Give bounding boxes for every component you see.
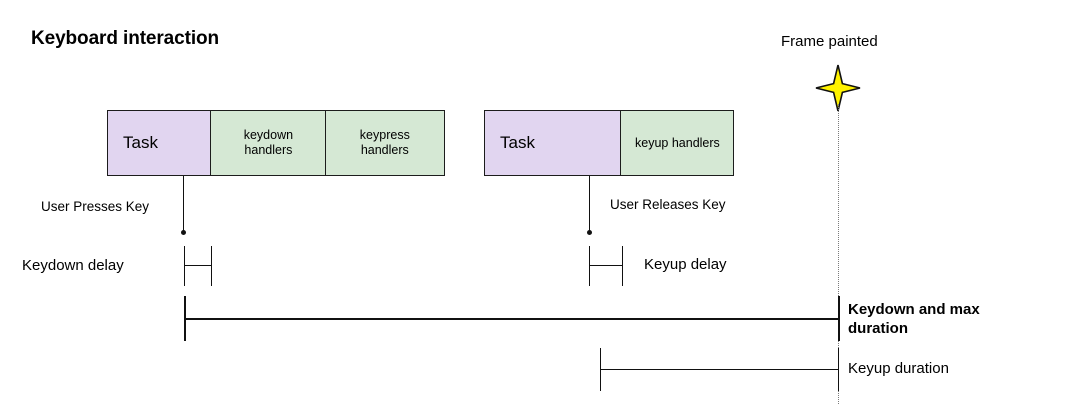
user-presses-key-pointer-line [183, 176, 184, 232]
frame-painted-label: Frame painted [781, 33, 878, 50]
user-releases-key-label: User Releases Key [610, 197, 726, 212]
keyup-handlers-box: keyup handlers [620, 110, 735, 176]
user-releases-key-pointer-line [589, 176, 590, 232]
keydown-and-max-duration-label: Keydown and max duration [848, 301, 1028, 339]
keydown-delay-label: Keydown delay [22, 257, 124, 274]
frame-painted-guide-line [838, 104, 839, 404]
keydown-duration-end-tick [838, 296, 840, 341]
task-box-keydown: Task [107, 110, 212, 176]
keydown-handlers-label-line1: keydown [243, 128, 294, 143]
keydown-and-max-duration-label-line1: Keydown and max [848, 301, 980, 318]
keypress-handlers-box: keypress handlers [324, 110, 445, 176]
keyup-delay-end-tick [622, 246, 623, 286]
user-presses-key-pointer-dot [181, 230, 186, 235]
keyup-duration-span-line [600, 369, 839, 370]
keypress-handlers-label-line1: keypress [359, 128, 410, 143]
keydown-track: Task keydown handlers keypress handlers [107, 110, 445, 176]
keydown-handlers-box: keydown handlers [210, 110, 327, 176]
keydown-handlers-label-line2: handlers [244, 143, 293, 157]
task-box-keyup: Task [484, 110, 622, 176]
keyup-delay-span-line [589, 265, 623, 266]
keydown-delay-end-tick [211, 246, 212, 286]
user-releases-key-pointer-dot [587, 230, 592, 235]
user-presses-key-label: User Presses Key [41, 199, 150, 214]
page-title: Keyboard interaction [31, 28, 220, 49]
keyup-delay-label: Keyup delay [644, 256, 727, 273]
keyup-track: Task keyup handlers [484, 110, 735, 176]
keyup-duration-label: Keyup duration [848, 360, 949, 377]
keydown-delay-start-tick [184, 246, 185, 286]
task-box-keyup-label: Task [500, 132, 535, 152]
keydown-and-max-duration-label-line2: duration [848, 319, 908, 337]
keyup-delay-start-tick [589, 246, 590, 286]
task-box-keydown-label: Task [123, 132, 158, 152]
keyup-handlers-label: keyup handlers [635, 135, 720, 150]
keydown-delay-span-line [184, 265, 212, 266]
keydown-duration-span-line [184, 318, 839, 320]
keypress-handlers-label-line2: handlers [360, 143, 409, 157]
